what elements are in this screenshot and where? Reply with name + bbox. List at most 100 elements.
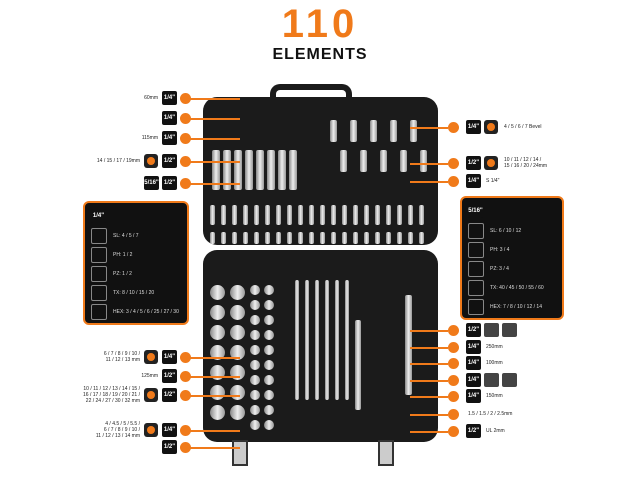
ratchet-icon: [484, 323, 499, 337]
bit: [309, 205, 314, 225]
socket: [210, 385, 225, 400]
extension-bar: [315, 280, 319, 400]
socket: [264, 420, 274, 430]
drive-badge: 1/4": [466, 120, 481, 134]
callout-dot: [180, 133, 191, 144]
socket: [230, 305, 245, 320]
socket-deep: [245, 150, 253, 190]
drive-badge: 1/4": [162, 131, 177, 145]
callout-label: 10 / 11 / 12 / 13 / 14 / 15 / 16 / 17 / …: [83, 386, 140, 404]
callout-label: S 1/4": [486, 178, 500, 184]
socket: [250, 300, 260, 310]
panel-row: SL: 6 / 10 / 12: [468, 223, 521, 239]
ratchet-icon: [484, 373, 499, 387]
bit-icon: [91, 247, 107, 263]
bit: [408, 205, 413, 225]
socket-hex: [147, 157, 155, 165]
bit: [243, 232, 248, 244]
callout-label: UL 2mm: [486, 428, 505, 434]
socket: [210, 285, 225, 300]
callout-line: [190, 376, 240, 378]
socket: [264, 360, 274, 370]
drive-badge: 1/4": [466, 340, 481, 354]
socket-icon: [144, 423, 158, 437]
callout-line: [190, 118, 240, 120]
bit: [353, 205, 358, 225]
socket: [264, 300, 274, 310]
callout-line: [410, 127, 448, 129]
callout-line: [410, 363, 448, 365]
bit: [364, 205, 369, 225]
socket-hex: [487, 123, 495, 131]
callout-line: [410, 396, 448, 398]
socket: [264, 315, 274, 325]
bit: [342, 232, 347, 244]
drive-badge: 1/2": [466, 424, 481, 438]
title-count: 110: [281, 2, 359, 46]
socket-hex: [487, 159, 495, 167]
callout-dot: [448, 342, 459, 353]
drive-badge: 1/4": [162, 111, 177, 125]
drive-badge: 1/4": [162, 423, 177, 437]
bit: [331, 232, 336, 244]
bit: [309, 232, 314, 244]
bit: [254, 232, 259, 244]
socket: [370, 120, 377, 142]
callout-label: 14 / 15 / 17 / 19mm: [96, 158, 140, 164]
socket-deep: [289, 150, 297, 190]
socket: [210, 325, 225, 340]
panel-row: PZ: 3 / 4: [468, 261, 509, 277]
socket: [230, 405, 245, 420]
socket: [390, 120, 397, 142]
callout-label: 10 / 11 / 12 / 14 / 15 / 16 / 20 / 24mm: [504, 157, 548, 169]
callout-dot: [180, 93, 191, 104]
callout-line: [190, 395, 240, 397]
bit-sizes: TX: 40 / 45 / 50 / 55 / 60: [490, 285, 544, 291]
callout-dot: [448, 122, 459, 133]
socket-deep: [267, 150, 275, 190]
bit: [408, 232, 413, 244]
callout-line: [410, 380, 448, 382]
callout-line: [410, 414, 448, 416]
callout-dot: [180, 156, 191, 167]
drive-badge: 5/16": [144, 176, 159, 190]
socket: [264, 375, 274, 385]
bit: [276, 205, 281, 225]
panel-row: PH: 1 / 2: [91, 247, 132, 263]
socket-hex: [147, 353, 155, 361]
drive-badge: 1/2": [162, 176, 177, 190]
socket: [230, 285, 245, 300]
bit: [232, 205, 237, 225]
bit: [353, 232, 358, 244]
socket: [250, 420, 260, 430]
bit-icon: [468, 299, 484, 315]
callout-line: [410, 347, 448, 349]
bit-icon: [91, 228, 107, 244]
callout-line: [190, 183, 240, 185]
callout-dot: [180, 178, 191, 189]
socket: [230, 345, 245, 360]
socket-deep: [234, 150, 242, 190]
extension-bar: [295, 280, 299, 400]
socket: [250, 285, 260, 295]
socket: [410, 120, 417, 142]
callout-label: 100mm: [486, 360, 503, 366]
callout-line: [410, 181, 448, 183]
callout-dot: [180, 425, 191, 436]
callout-line: [190, 430, 240, 432]
drive-badge: 1/2": [162, 440, 177, 454]
extension-bar: [325, 280, 329, 400]
callout-line: [410, 163, 448, 165]
bit: [232, 232, 237, 244]
socket: [330, 120, 337, 142]
bit: [386, 205, 391, 225]
socket: [250, 405, 260, 415]
bit: [375, 232, 380, 244]
callout-dot: [448, 176, 459, 187]
callout-label: 150mm: [486, 393, 503, 399]
socket: [210, 405, 225, 420]
socket: [264, 345, 274, 355]
socket-hex: [147, 391, 155, 399]
callout-label: 6 / 7 / 8 / 9 / 10 / 11 / 12 / 13 mm: [103, 351, 140, 363]
